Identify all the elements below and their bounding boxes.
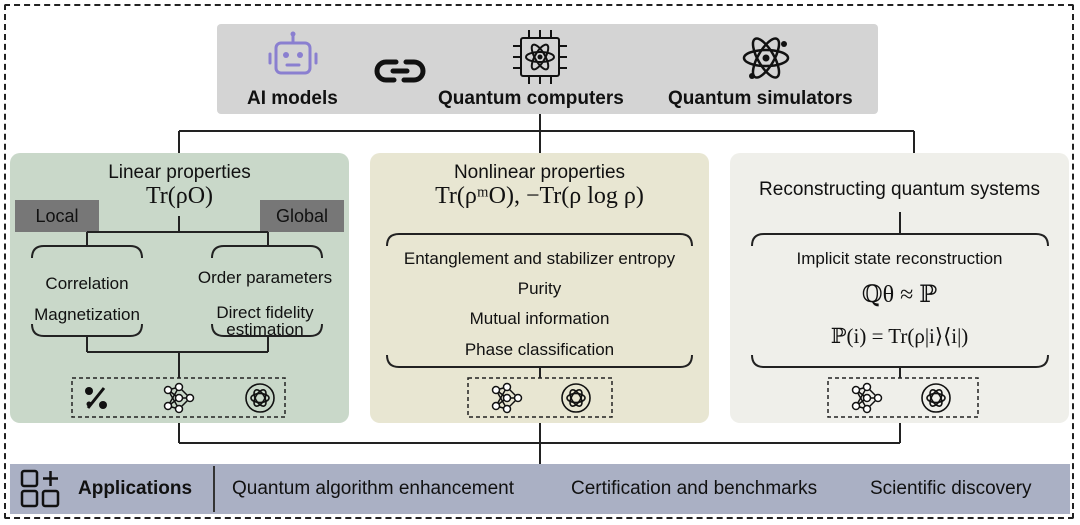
reconstruct-formula-1: ℚθ ≈ ℙ <box>861 282 938 308</box>
applications-divider <box>213 466 215 512</box>
order-parameters-item: Order parameters <box>197 268 333 287</box>
neural-network-icon <box>491 382 523 414</box>
implicit-reconstruction-item: Implicit state reconstruction <box>796 249 1003 268</box>
link-icon <box>374 59 426 83</box>
percent-icon <box>85 387 107 409</box>
reconstructing-brackets <box>751 212 1049 418</box>
mutual-information-item: Mutual information <box>469 309 610 328</box>
robot-icon <box>268 31 318 75</box>
phase-classification-item: Phase classification <box>464 340 615 359</box>
app-algorithm-enhancement: Quantum algorithm enhancement <box>232 478 514 499</box>
quantum-chip-icon <box>513 30 567 84</box>
correlation-item: Correlation <box>45 274 129 293</box>
direct-fidelity-item: Direct fidelity <box>216 303 314 322</box>
apps-grid-icon <box>20 469 60 508</box>
app-certification-benchmarks: Certification and benchmarks <box>571 478 818 499</box>
llm-logo-icon <box>245 383 275 413</box>
linear-title: Linear properties <box>108 162 251 183</box>
entanglement-item: Entanglement and stabilizer entropy <box>403 249 676 268</box>
atom-icon <box>742 37 790 79</box>
quantum-computers-label: Quantum computers <box>438 88 624 109</box>
neural-network-icon <box>163 382 195 414</box>
llm-logo-icon <box>561 383 591 413</box>
purity-item: Purity <box>517 279 562 298</box>
magnetization-item: Magnetization <box>34 305 140 324</box>
local-tag: Local <box>15 200 99 232</box>
nonlinear-title: Nonlinear properties <box>453 162 626 183</box>
reconstructing-title: Reconstructing quantum systems <box>759 179 1040 200</box>
app-scientific-discovery: Scientific discovery <box>870 478 1032 499</box>
llm-logo-icon <box>921 383 951 413</box>
quantum-simulators-label: Quantum simulators <box>668 88 853 109</box>
nonlinear-brackets <box>386 233 693 418</box>
outer-dashed-border <box>4 4 1074 519</box>
estimation-item: estimation <box>226 320 304 339</box>
neural-network-icon <box>851 382 883 414</box>
reconstruct-formula-2: ℙ(i) = Tr(ρ|i⟩⟨i|) <box>830 324 969 348</box>
ai-models-label: AI models <box>247 88 338 109</box>
global-tag: Global <box>260 200 344 232</box>
linear-formula: Tr(ρO) <box>145 183 214 209</box>
applications-bar <box>10 464 1070 514</box>
nonlinear-formula: Tr(ρᵐO), −Tr(ρ log ρ) <box>435 183 644 209</box>
linear-brackets <box>31 216 323 418</box>
applications-label: Applications <box>78 478 193 499</box>
